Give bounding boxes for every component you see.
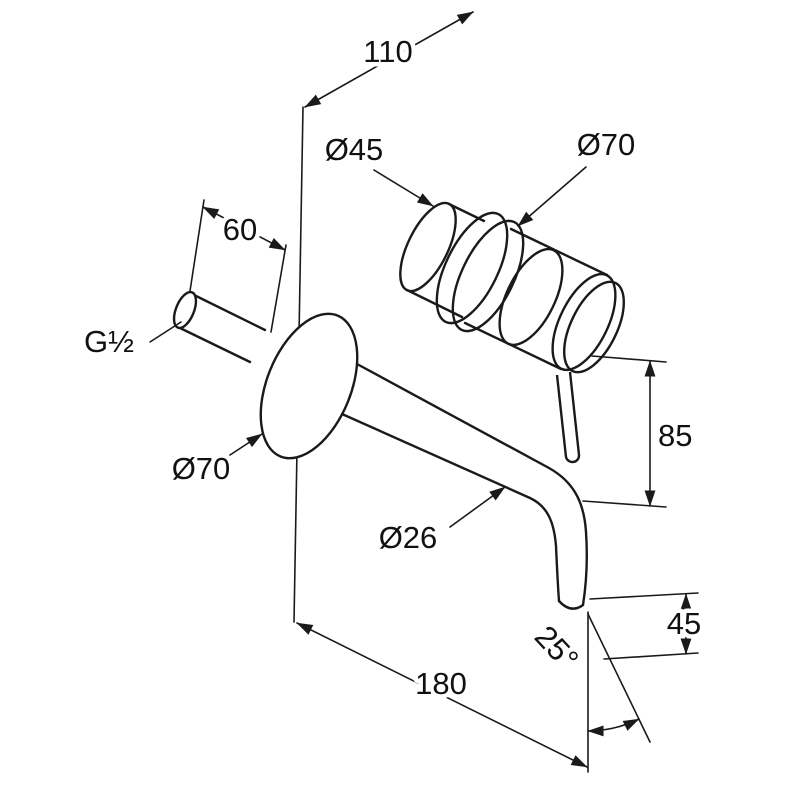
g-half-leader-line [149,321,182,343]
dim-180-line [296,622,588,768]
inlet-stub-end-cap [172,290,198,330]
dim-110-line [304,11,474,108]
handle-escutcheon-front-ellipse [451,219,525,333]
dim-45-label: 45 [667,606,701,641]
spout-wall-flange [259,312,359,460]
dia70-spout-label: Ø70 [172,451,231,486]
inlet-stub-top-edge [188,291,267,332]
dim-60-line [202,206,286,251]
dim-85: 85 [582,355,697,508]
dim-180: 180 [296,611,589,773]
dia45-label: Ø45 [325,132,384,167]
dia70-handle-leader-line [517,166,587,227]
handle-escutcheon-back-ellipse [435,211,509,325]
dim-60-label: 60 [223,212,257,247]
dia26-label: Ø26 [379,520,438,555]
dia26-leader-line [449,486,506,528]
angle-25-arc [587,718,640,737]
handle-cap-ellipse [551,272,617,372]
spout-assembly [340,362,588,610]
dia70-spout-leader-line [229,433,263,456]
dim-85-ext-top [591,355,667,363]
dia45-leader-line [373,169,434,207]
g-half-label: G½ [84,324,134,359]
label-dia70-spout: Ø70 [167,433,263,491]
dim-60-ext-left [189,199,205,292]
spout-top-edge [355,362,588,607]
angle-25-label: 25° [528,619,586,677]
inlet-stub-bottom-edge [178,326,252,364]
dim-60: 60 [189,199,287,333]
dia70-handle-label: Ø70 [577,127,636,162]
dim-85-label: 85 [658,418,692,453]
spout-outlet [557,599,585,610]
dim-110: 110 [304,11,474,108]
angle-25-slant-line [587,613,651,743]
dim-180-label: 180 [415,666,467,701]
handle-body-bottom-edge [463,321,563,371]
dim-45-ext-top [589,592,699,600]
dim-110-label: 110 [363,34,412,69]
dim-85-ext-bottom [582,500,667,508]
dim-60-ext-right [270,244,287,333]
handle-cap-front-ellipse [562,280,626,374]
dim-45: 45 [589,592,706,660]
label-dia70-handle: Ø70 [517,123,640,227]
faucet-handle-assembly [399,201,626,464]
label-dia45: Ø45 [320,128,434,207]
spout-bottom-edge [340,412,561,603]
dim-45-ext-bottom [603,652,699,660]
angle-25: 25° [523,613,651,743]
handle-stub-ellipse [399,201,457,293]
label-dia26: Ø26 [374,486,506,560]
handle-body-mid-ellipse [498,247,564,347]
handle-lever [555,371,581,464]
label-g-half: G½ [80,320,182,364]
handle-body-top-edge [509,227,609,277]
inlet-stub [172,290,267,364]
